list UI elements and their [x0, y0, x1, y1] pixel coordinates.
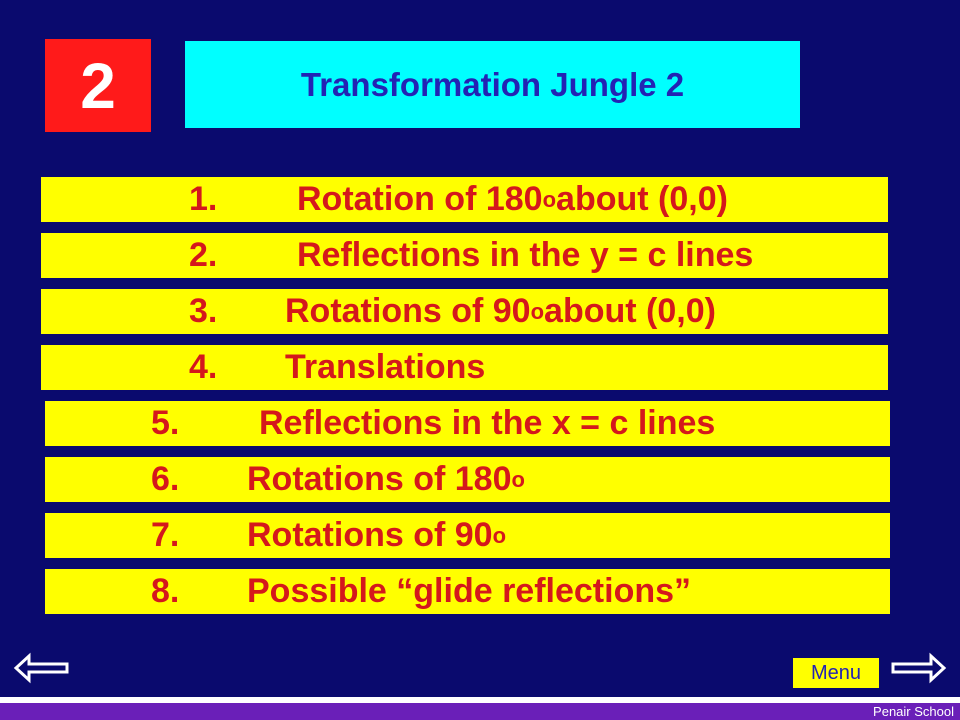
item-text-tail: about (0,0)	[544, 292, 716, 330]
list-item-4[interactable]: 4. Translations	[41, 345, 888, 390]
item-text: Rotations of 180	[247, 460, 512, 498]
item-text: Reflections in the x = c lines	[259, 404, 716, 442]
item-number: 4.	[189, 348, 218, 386]
item-text: Rotation of 180	[297, 180, 543, 218]
menu-button[interactable]: Menu	[793, 658, 879, 688]
page-title: Transformation Jungle 2	[300, 65, 685, 103]
back-button[interactable]	[13, 650, 69, 686]
item-text: Reflections in the y = c lines	[297, 236, 754, 274]
item-number: 8.	[151, 572, 180, 610]
item-number: 3.	[189, 292, 218, 330]
item-number: 5.	[151, 404, 180, 442]
item-text: Rotations of 90	[247, 516, 493, 554]
menu-button-label: Menu	[810, 661, 862, 684]
title-banner: Transformation Jungle 2	[185, 41, 800, 128]
item-text: Rotations of 90	[285, 292, 531, 330]
list-item-5[interactable]: 5. Reflections in the x = c lines	[45, 401, 890, 446]
item-text: Possible “glide reflections”	[247, 572, 692, 610]
slide-number: 2	[80, 49, 116, 122]
right-arrow-icon	[891, 652, 947, 684]
item-number: 6.	[151, 460, 180, 498]
footer-divider	[0, 697, 960, 703]
list-item-8[interactable]: 8. Possible “glide reflections”	[45, 569, 890, 614]
item-text: Translations	[285, 348, 486, 386]
footer-strip	[0, 703, 960, 720]
left-arrow-icon	[13, 652, 69, 684]
footer-school-name: Penair School	[873, 704, 954, 719]
item-number: 1.	[189, 180, 218, 218]
item-text-tail: about (0,0)	[556, 180, 728, 218]
slide-number-badge: 2	[45, 39, 151, 132]
list-item-2[interactable]: 2. Reflections in the y = c lines	[41, 233, 888, 278]
item-number: 7.	[151, 516, 180, 554]
item-number: 2.	[189, 236, 218, 274]
forward-button[interactable]	[891, 650, 947, 686]
